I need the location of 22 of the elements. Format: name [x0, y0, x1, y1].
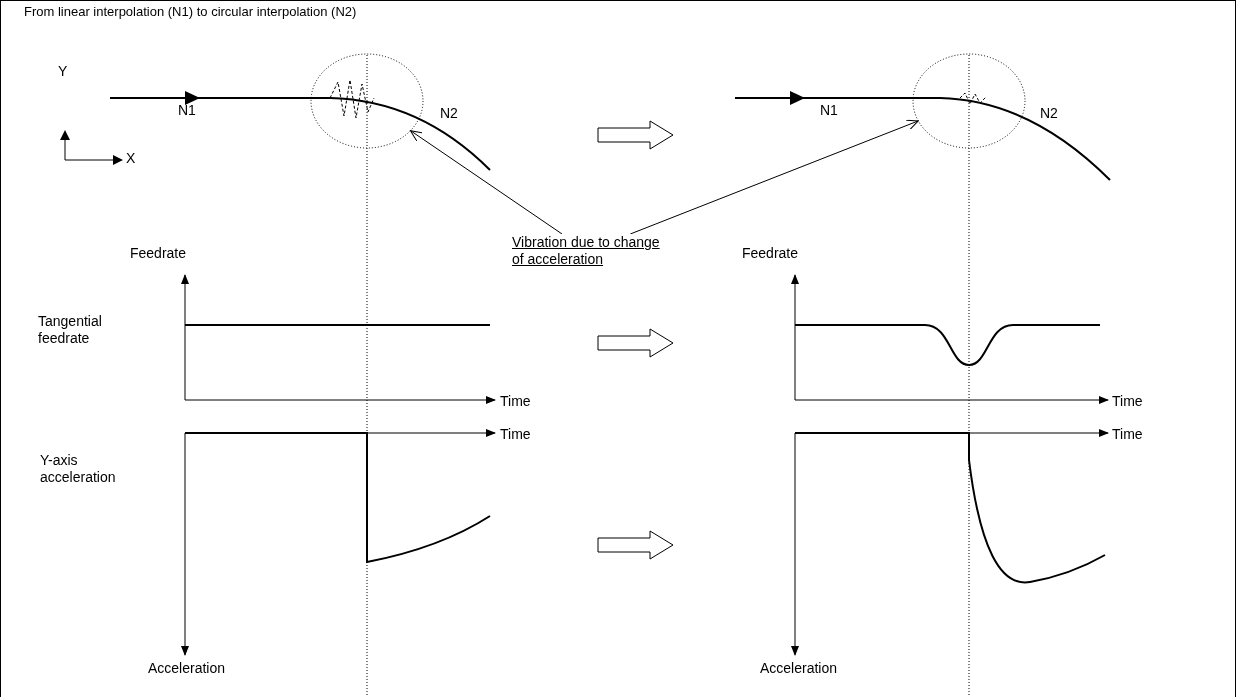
axis-label: Acceleration [148, 660, 226, 677]
chart-label: Tangential feedrate [38, 313, 103, 347]
block-label: N2 [440, 105, 458, 122]
block-label: N2 [1040, 105, 1058, 122]
leader-line [409, 130, 563, 235]
axis-label: Y [58, 63, 68, 80]
axis-label: Time [500, 393, 531, 410]
chart-label: Y-axis acceleration [40, 452, 117, 486]
axis-label: Feedrate [130, 245, 187, 262]
dotted-circle [310, 53, 424, 149]
axis-label: Time [1112, 426, 1143, 443]
axis-label: X [126, 150, 136, 167]
axis-label: Time [500, 426, 531, 443]
block-label: N1 [178, 102, 196, 119]
leader-line [629, 119, 919, 235]
block-label: N1 [820, 102, 838, 119]
axis-label: Time [1112, 393, 1143, 410]
dotted-circle [912, 53, 1026, 149]
axis-label: Feedrate [742, 245, 799, 262]
diagram-title: From linear interpolation (N1) to circular interpolation (N2) [24, 3, 357, 20]
callout-text: Vibration due to change of acceleration [512, 234, 662, 268]
axis-label: Acceleration [760, 660, 838, 677]
